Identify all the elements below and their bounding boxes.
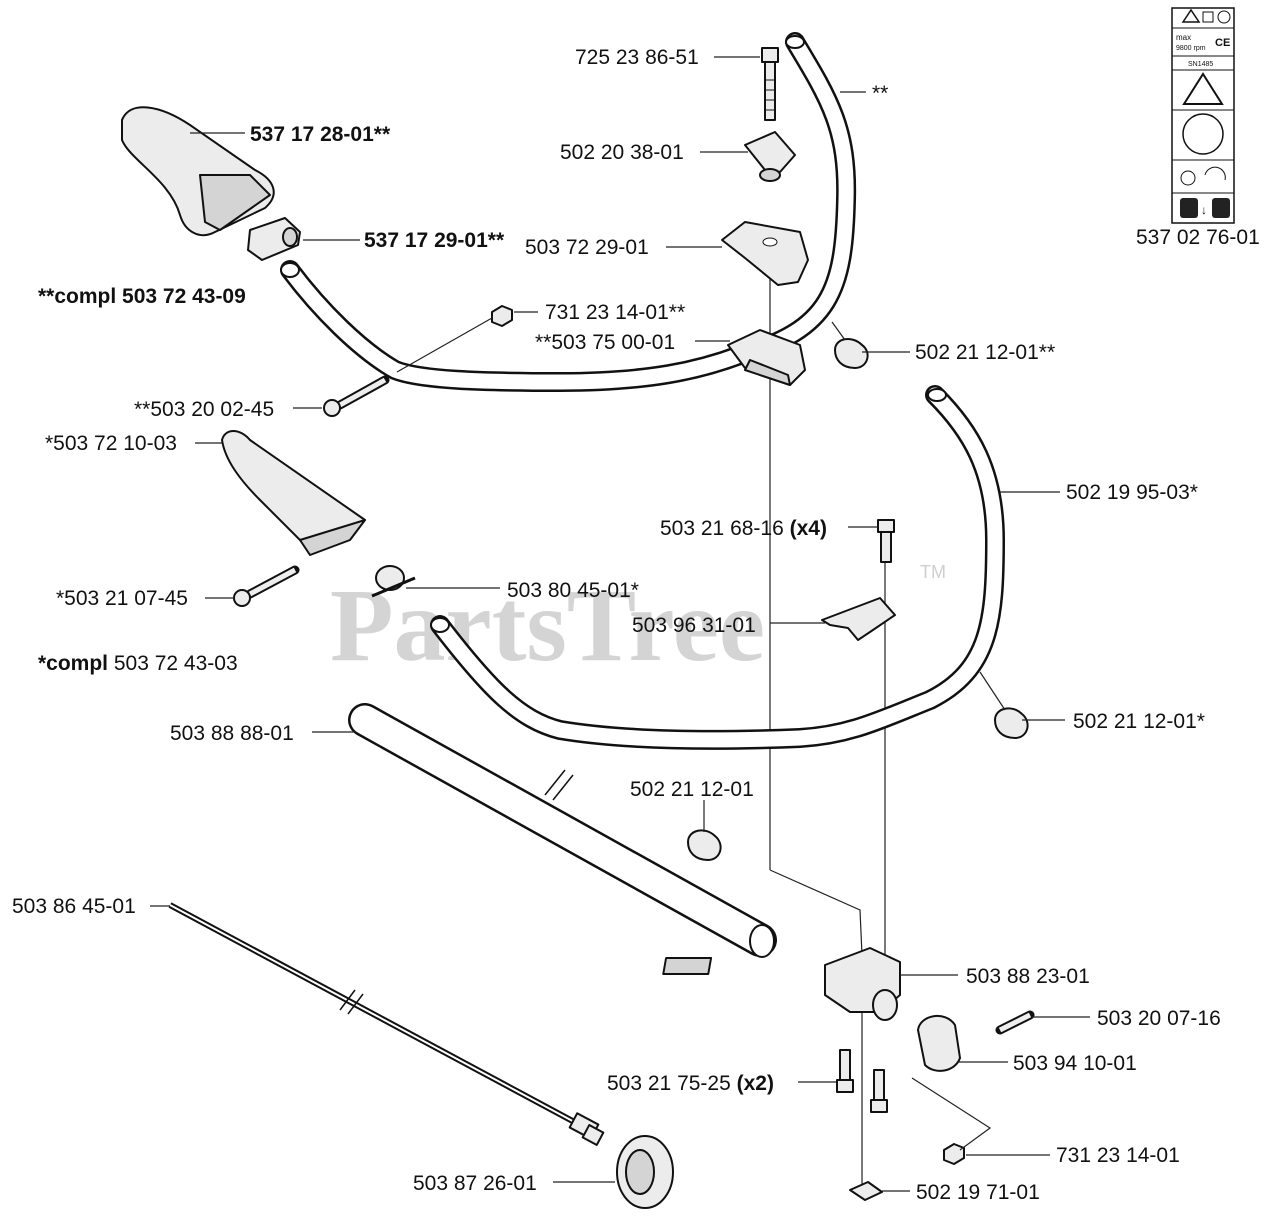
label-503-21-07-45: *503 21 07-45 [56,587,188,610]
label-503-20-07-16: 503 20 07-16 [1097,1007,1221,1030]
warning-triangle-icon [1181,8,1201,23]
label-503-72-29-01: 503 72 29-01 [525,236,649,259]
decal-text-max: max [1176,33,1191,42]
bolt-725 [761,47,779,121]
label-502-19-71-01: 502 19 71-01 [916,1181,1040,1204]
label-725-23-86-51: 725 23 86-51 [575,46,699,69]
knob-shaft [687,829,722,861]
label-537-17-29-01: 537 17 29-01** [364,229,505,252]
lower-grip [221,430,366,556]
bevel-wheel [581,1124,674,1209]
gloves-icon [1180,198,1198,218]
knob-upper [834,338,869,369]
decal-text-rpm: 9800 rpm [1176,45,1206,52]
knob-lower [994,707,1029,739]
nut-leader [911,1077,992,1151]
label-502-19-95-03: 502 19 95-03* [1066,481,1198,504]
part-labels: 725 23 86-51 537 17 28-01** 502 20 38-01… [12,46,1260,1204]
bolt-bracket-side [995,1010,1035,1035]
decal-text-sn: SN1485 [1188,61,1213,68]
label-503-21-68-16: 503 21 68-16 (x4) [660,517,827,540]
label-537-02-76-01: 537 02 76-01 [1136,226,1260,249]
label-502-21-12-01-dbl: 502 21 12-01** [915,341,1055,364]
label-503-75-00-01: **503 75 00-01 [535,331,675,354]
wing-knob [744,131,796,182]
watermark: PartsTree [330,568,765,683]
label-compl-503-72-43-03: *compl 503 72 43-03 [38,652,238,675]
watermark-trademark: TM [920,562,946,582]
label-731-23-14-01-dbl: 731 23 14-01** [545,301,685,324]
operator-icon [1180,170,1196,186]
upper-handle-tube [280,32,857,392]
label-compl-503-72-43-09: **compl 503 72 43-09 [38,285,246,308]
tube-clamp [821,597,896,641]
rotation-icon [1204,166,1226,181]
label-503-80-45-01: 503 80 45-01* [507,579,639,602]
bolt-lower-grip [233,565,300,607]
arrow-down-icon: ↓ [1201,203,1207,217]
label-503-94-10-01: 503 94 10-01 [1013,1052,1137,1075]
manual-icon [1202,11,1214,23]
clamp-cap [721,221,809,286]
drive-shaft [168,902,600,1140]
label-503-96-31-01: 503 96 31-01 [632,614,756,637]
bolts-bracket [836,1049,888,1113]
label-503-86-45-01: 503 86 45-01 [12,895,136,918]
label-502-21-12-01-star: 502 21 12-01* [1073,710,1205,733]
bracket-clamp [917,1015,961,1072]
clamp-base [727,329,806,386]
shaft-tube [348,703,777,958]
grip-clamp [247,217,301,261]
label-503-88-88-01: 503 88 88-01 [170,722,294,745]
label-503-88-23-01: 503 88 23-01 [966,965,1090,988]
grip-clip [371,565,416,598]
warning-decal: max 9800 rpm CE SN1485 ↓ [1171,7,1235,224]
label-503-21-75-25: 503 21 75-25 (x2) [607,1072,774,1095]
label-503-87-26-01: 503 87 26-01 [413,1172,537,1195]
boots-icon [1212,198,1230,218]
label-537-17-28-01: 537 17 28-01** [250,123,391,146]
bolt-upper-grip [323,375,390,417]
label-double-star: ** [872,82,888,105]
nut-upper [491,305,513,327]
nut-lower [943,1143,965,1165]
label-502-20-38-01: 502 20 38-01 [560,141,684,164]
handle-bracket [662,947,901,1021]
axis-line-lower [769,869,863,956]
distance-circle-icon [1182,113,1224,155]
label-502-21-12-01: 502 21 12-01 [630,778,754,801]
hazard-triangle-icon [1182,72,1224,105]
decal-text-ce: CE [1215,37,1230,49]
ear-protection-icon [1217,10,1231,24]
lower-handle-tube [430,385,1005,750]
label-503-72-10-03: *503 72 10-03 [45,432,177,455]
bolt-503-21-68 [877,519,895,563]
leader-lines [150,56,1090,1192]
square-nut [849,1181,883,1201]
upper-grip [121,106,275,237]
label-731-23-14-01: 731 23 14-01 [1056,1144,1180,1167]
label-503-20-02-45: **503 20 02-45 [134,398,274,421]
